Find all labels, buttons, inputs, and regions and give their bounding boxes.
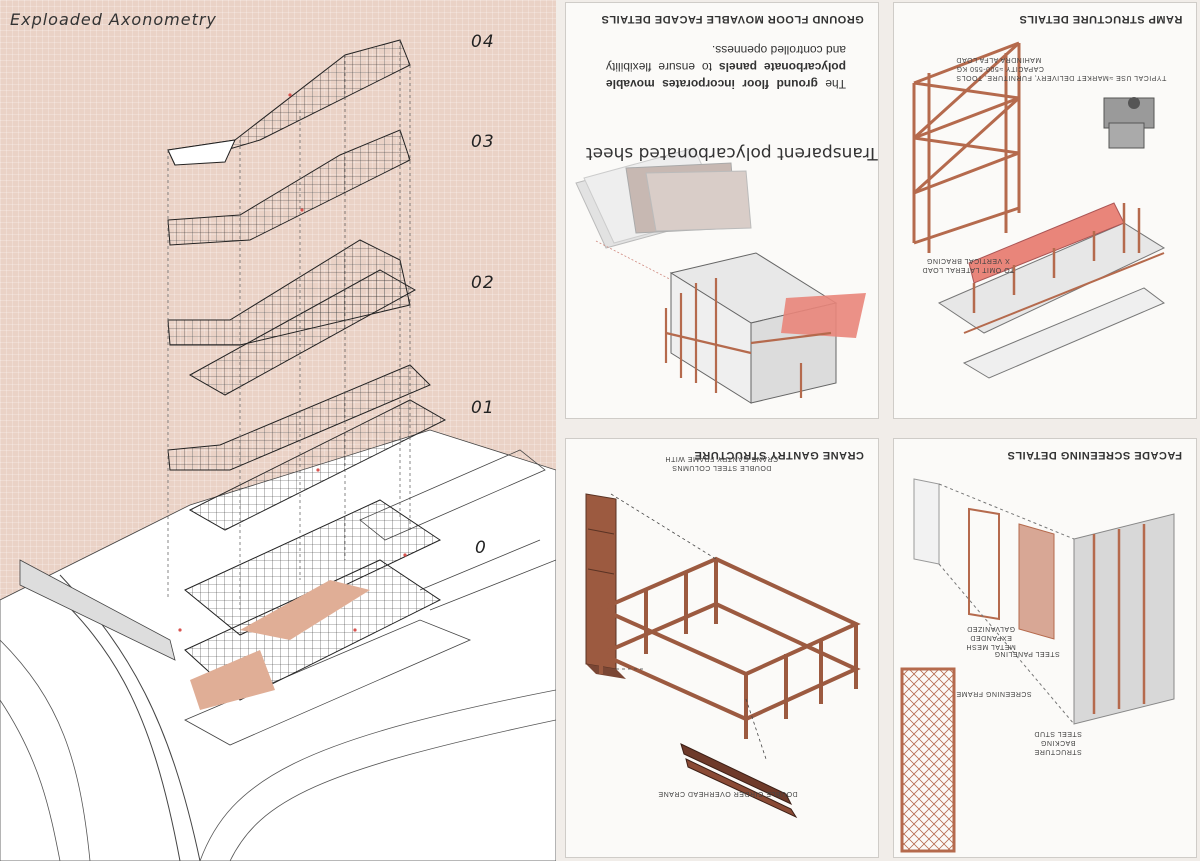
- facade-frame-illustration: [664, 252, 866, 404]
- braced-tower: [912, 41, 1021, 253]
- accent-marks: [178, 93, 407, 632]
- crane-gantry-drawing: [585, 493, 861, 819]
- ramp-details-panel: RAMP STRUCTURE DETAILS TYPICAL USE ≈MARK…: [894, 3, 1196, 418]
- level-02-label: 02: [471, 273, 495, 293]
- floor-plates: [167, 39, 447, 531]
- screening-frame-mesh: [900, 667, 956, 853]
- steel-stud-note: STRUCTURE BACKING STEEL STUD: [1034, 730, 1082, 755]
- overhead-crane-girder: [680, 743, 798, 819]
- gantry-column: [585, 493, 626, 679]
- polycarbonate-sheets-illustration: [575, 147, 752, 249]
- level-03-label: 03: [471, 132, 495, 152]
- facade-description: The ground floor incorporates movable po…: [606, 43, 846, 91]
- crane-gantry-panel: CRANE GANTRY STRUCTURE DOUBLE STEEL COLU…: [566, 439, 878, 857]
- projection-lines: [167, 40, 411, 610]
- vehicle-illustration: [1103, 97, 1155, 149]
- facade-screening-title: FACADE SCREENING DETAILS: [1007, 449, 1182, 461]
- screening-frame-note: SCREENING FRAME: [956, 690, 1032, 697]
- ramp-details-title: RAMP STRUCTURE DETAILS: [1018, 13, 1182, 25]
- overhead-crane-note: DOUBLE GIRDER OVERHEAD CRANE: [658, 790, 798, 797]
- axonometry-drawing: [0, 39, 556, 861]
- polycarbonate-sheet-label: Transparent polycarbonated sheet: [586, 143, 878, 163]
- facade-detail-drawing: [575, 147, 866, 404]
- gantry-frame: [596, 556, 861, 739]
- steel-paneling-note: STEEL PANELING: [994, 650, 1060, 657]
- level-04-label: 04: [471, 32, 495, 52]
- ramp-illustration: [937, 202, 1166, 379]
- facade-screening-drawing: [900, 478, 1175, 853]
- axonometry-title: Exploaded Axonometry: [10, 10, 217, 29]
- screening-layers: [913, 478, 1175, 725]
- gantry-frame-note: DOUBLE STEEL COLUMNS CRANE GANTRY FRAME …: [664, 455, 778, 471]
- exploded-axonometry-panel: Exploaded Axonometry 04 03 02 01 0: [0, 0, 556, 861]
- ground-floor-building: [184, 499, 442, 710]
- level-01-label: 01: [471, 398, 495, 418]
- expanded-mesh-note: METAL MESH EXPANDED GALVANIZED: [966, 625, 1016, 650]
- facade-details-panel: GROUND FLOOR MOVABLE FACADE DETAILS The …: [566, 3, 878, 418]
- ramp-detail-drawing: [912, 41, 1166, 379]
- vehicle-load-note: TYPICAL USE ≈MARKET DELIVERY, FURNITURE,…: [955, 56, 1166, 81]
- facade-screening-panel: FACADE SCREENING DETAILS METAL MESH EXPA…: [894, 439, 1196, 857]
- level-0-label: 0: [475, 538, 487, 558]
- facade-details-title: GROUND FLOOR MOVABLE FACADE DETAILS: [601, 13, 864, 25]
- vertical-bracing-note: TO OMIT LATERAL LOAD X VERTICAL BRACING: [922, 257, 1015, 273]
